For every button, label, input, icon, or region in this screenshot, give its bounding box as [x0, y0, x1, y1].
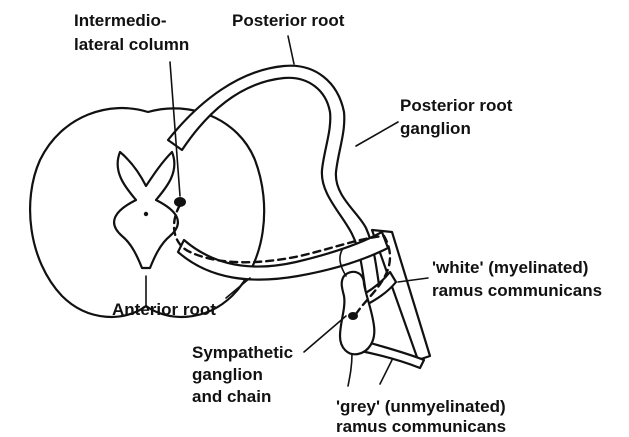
label-posterior-root: Posterior root — [232, 11, 345, 30]
label-posterior-root-ganglion-1: Posterior root — [400, 96, 513, 115]
label-intermediolateral-1: Intermedio- — [74, 11, 167, 30]
label-intermediolateral-2: lateral column — [74, 35, 189, 54]
label-white-ramus-1: 'white' (myelinated) — [432, 258, 588, 277]
leader-grey-ramus — [380, 360, 392, 384]
label-sympathetic-2: ganglion — [192, 365, 263, 384]
label-sympathetic-1: Sympathetic — [192, 343, 293, 362]
label-sympathetic-3: and chain — [192, 387, 271, 406]
sympathetic-chain-lower — [348, 354, 352, 386]
label-grey-ramus-2: ramus communicans — [336, 417, 506, 436]
leader-posterior-root-ganglion — [356, 122, 398, 146]
label-posterior-root-ganglion-2: ganglion — [400, 119, 471, 138]
leader-posterior-root — [288, 36, 294, 64]
label-anterior-root: Anterior root — [112, 300, 216, 319]
central-canal — [144, 212, 148, 216]
label-grey-ramus-1: 'grey' (unmyelinated) — [336, 397, 506, 416]
spinal-cord — [30, 108, 264, 317]
label-white-ramus-2: ramus communicans — [432, 281, 602, 300]
